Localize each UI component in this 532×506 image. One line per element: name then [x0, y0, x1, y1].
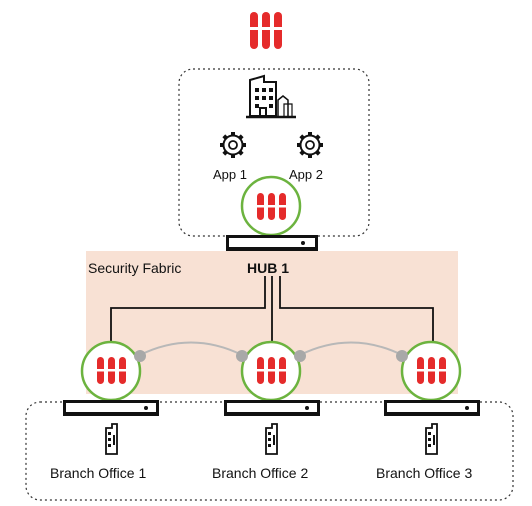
hq-firewall-icon	[240, 175, 302, 237]
mesh-links	[139, 341, 403, 356]
gear-icon	[220, 132, 246, 158]
branch-appliance-icon	[224, 400, 320, 416]
hub-label: HUB 1	[247, 260, 290, 276]
branch-firewall-icon	[400, 340, 462, 402]
hub-appliance-icon	[226, 235, 318, 251]
phone-icon	[265, 423, 278, 455]
branch-office-2-label: Branch Office 2	[212, 465, 309, 481]
branch-office-3-label: Branch Office 3	[376, 465, 473, 481]
branch-firewall-icon	[240, 340, 302, 402]
app-2-label: App 2	[289, 167, 323, 182]
phone-icon	[425, 423, 438, 455]
branch-office-1-label: Branch Office 1	[50, 465, 147, 481]
branch-boundary	[25, 401, 514, 501]
security-fabric-label: Security Fabric	[88, 260, 182, 276]
branch-appliance-icon	[384, 400, 480, 416]
phone-icon	[105, 423, 118, 455]
hub-uplinks	[110, 276, 434, 343]
app-1-label: App 1	[213, 167, 247, 182]
gear-icon	[297, 132, 323, 158]
link-endpoint-dots	[134, 350, 408, 362]
fortinet-logo-icon	[249, 12, 283, 49]
branch-firewall-icon	[80, 340, 142, 402]
branch-appliance-icon	[63, 400, 159, 416]
office-building-icon	[246, 74, 296, 119]
